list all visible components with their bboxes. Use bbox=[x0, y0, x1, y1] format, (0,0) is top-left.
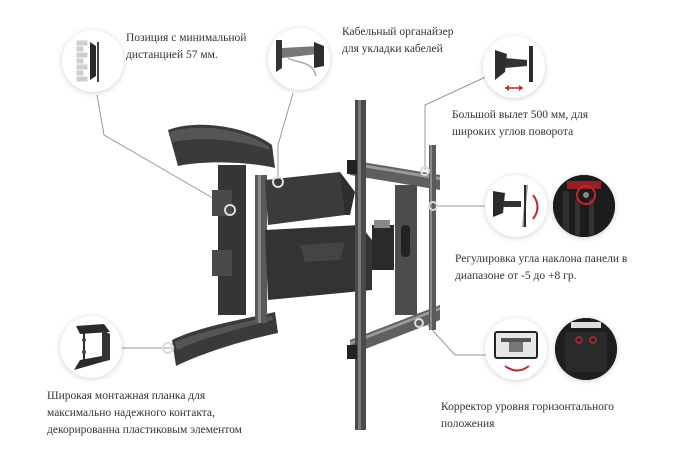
extension-bubble bbox=[483, 36, 545, 98]
callout-lines bbox=[96, 74, 491, 356]
wall-plate bbox=[168, 124, 278, 366]
caption-tilt: Регулировка угла наклона панели в диапаз… bbox=[455, 253, 628, 282]
tilt-icon bbox=[493, 184, 539, 228]
cable-organizer-icon bbox=[276, 40, 324, 77]
min-distance-bubble bbox=[62, 30, 124, 92]
caption-level: Корректор уровня горизонтального положен… bbox=[441, 401, 615, 430]
upper-arm bbox=[265, 172, 345, 225]
tilt-knob-photo bbox=[553, 175, 615, 237]
tilt-photo-bubble bbox=[553, 175, 615, 237]
brick-wall-icon bbox=[75, 39, 99, 83]
vertical-rails bbox=[347, 100, 436, 430]
horizontal-rails bbox=[350, 160, 440, 355]
caption-min-distance: Позиция с минимальной дистанцией 57 мм. bbox=[126, 32, 247, 61]
highlight-markers bbox=[162, 166, 438, 354]
level-icon bbox=[494, 331, 538, 372]
caption-cable-organizer: Кабельный органайзер для укладки кабелей bbox=[342, 26, 454, 55]
caption-wall-plate: Широкая монтажная планка для максимально… bbox=[47, 390, 242, 436]
cable-organizer-bubble bbox=[268, 28, 330, 90]
tilt-diagram-bubble bbox=[485, 175, 547, 237]
swing-arm-icon bbox=[495, 46, 533, 91]
caption-extension: Большой вылет 500 мм, для широких углов … bbox=[452, 109, 589, 138]
lower-arm bbox=[265, 225, 372, 300]
level-diagram-bubble bbox=[485, 318, 547, 380]
level-screws-photo bbox=[555, 318, 617, 380]
level-photo-bubble bbox=[555, 318, 617, 380]
wall-plate-icon bbox=[74, 324, 110, 370]
tilt-block bbox=[372, 225, 394, 270]
wall-plate-bubble bbox=[60, 316, 122, 378]
